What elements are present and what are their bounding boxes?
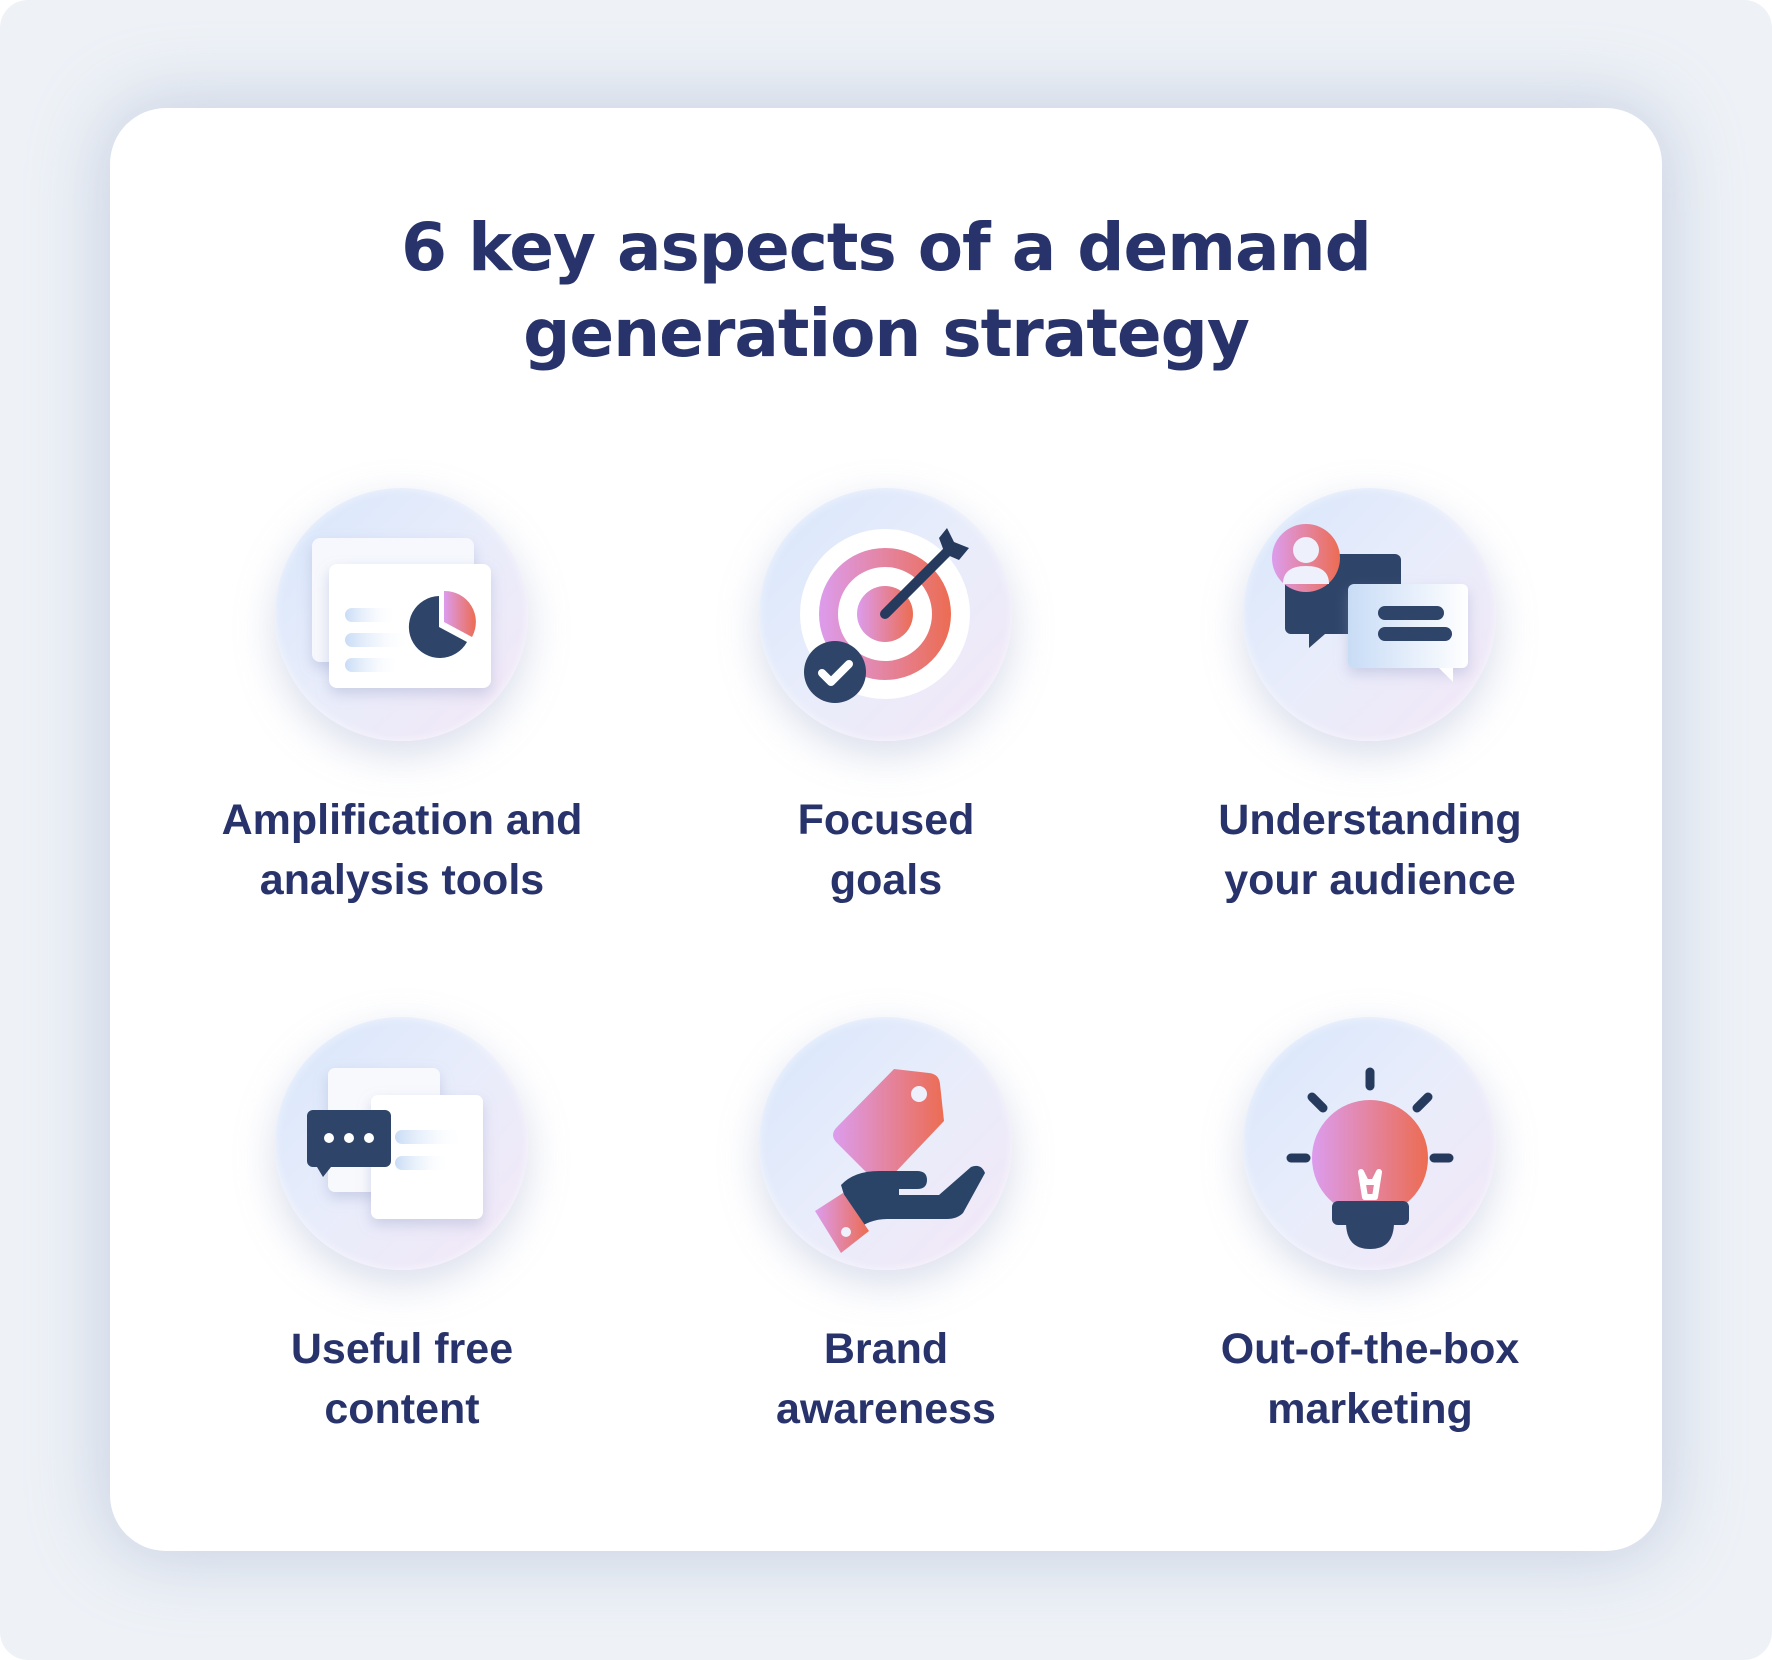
target-arrow-icon <box>800 528 970 703</box>
aspect-label: Brand awareness <box>776 1325 996 1433</box>
aspect-label: Out-of-the-box marketing <box>1220 1325 1520 1433</box>
aspect-label: Focused goals <box>797 796 975 904</box>
icon-circle <box>759 1017 1012 1270</box>
aspect-label: Useful free content <box>290 1325 514 1433</box>
analytics-dashboard-icon <box>312 538 491 688</box>
audience-chat-icon <box>1272 524 1468 682</box>
title-line-1: 6 key aspects of a demand <box>401 209 1372 286</box>
aspect-label: Amplification and analysis tools <box>221 796 583 904</box>
lightbulb-icon <box>1286 1067 1454 1249</box>
icon-circle <box>275 488 528 741</box>
icon-circle <box>275 1017 528 1270</box>
title-line-2: generation strategy <box>523 295 1250 372</box>
icon-circle <box>759 488 1012 741</box>
content-documents-icon <box>307 1068 483 1219</box>
icon-circle <box>1243 1017 1496 1270</box>
icon-circle <box>1243 488 1496 741</box>
aspect-label: Understanding your audience <box>1218 796 1522 904</box>
infographic-card <box>110 108 1662 1551</box>
page-title: 6 key aspects of a demand generation str… <box>0 205 1772 377</box>
hand-tag-icon <box>815 1069 985 1253</box>
